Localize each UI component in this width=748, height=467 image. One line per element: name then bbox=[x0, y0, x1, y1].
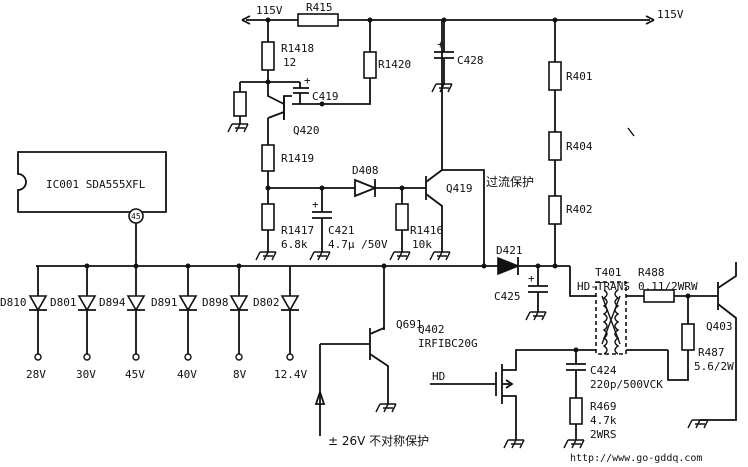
r1418-resistor bbox=[261, 41, 275, 71]
sensing-diodes: D810 28V D801 30V D894 45V D891 40V bbox=[0, 266, 307, 381]
c424-label: C424 bbox=[590, 364, 617, 377]
diode-d894: D894 45V bbox=[99, 266, 146, 381]
c425-capacitor: + C425 bbox=[494, 266, 548, 321]
r488-value: 0.11/2WRW bbox=[638, 280, 698, 293]
r1420-resistor bbox=[363, 51, 377, 79]
c421-polarity: + bbox=[312, 198, 319, 211]
q419-label: Q419 bbox=[446, 182, 473, 195]
c428-label: C428 bbox=[457, 54, 484, 67]
diode-voltage: 12.4V bbox=[274, 368, 307, 381]
r1417-resistor bbox=[261, 203, 275, 231]
d408-label: D408 bbox=[352, 164, 379, 177]
scan-artifact bbox=[627, 127, 635, 137]
ic001-chip: IC001 SDA555XFL 45 bbox=[17, 151, 167, 266]
r1416-resistor bbox=[395, 203, 409, 231]
diode-ref: D891 bbox=[151, 296, 178, 309]
r469-power: 2WRS bbox=[590, 428, 617, 441]
r487-resistor bbox=[681, 323, 695, 351]
diode-d810: D810 28V bbox=[0, 266, 48, 381]
c428-polarity: + bbox=[437, 38, 444, 51]
asym-protection-note: ± 26V 不对称保护 bbox=[328, 434, 429, 448]
r404-label: R404 bbox=[566, 140, 593, 153]
q403-label: Q403 bbox=[706, 320, 733, 333]
diode-ref: D894 bbox=[99, 296, 126, 309]
diode-d898: D898 8V bbox=[202, 266, 249, 381]
t401-name: HD-TRANS bbox=[577, 280, 630, 293]
supply-left-label: 115V bbox=[256, 4, 283, 17]
r1416-label: R1416 bbox=[410, 224, 443, 237]
r1417-value: 6.8k bbox=[281, 238, 308, 251]
r402-label: R402 bbox=[566, 203, 593, 216]
c419-polarity: + bbox=[304, 74, 311, 87]
r487-label: R487 bbox=[698, 346, 725, 359]
r1418-value: 12 bbox=[283, 56, 296, 69]
q420-label: Q420 bbox=[293, 124, 320, 137]
r469-resistor bbox=[569, 397, 583, 425]
d421-diode: D421 bbox=[496, 244, 570, 276]
diode-d801: D801 30V bbox=[50, 266, 97, 381]
r1417-label: R1417 bbox=[281, 224, 314, 237]
sensing-bus bbox=[36, 263, 498, 269]
r415-label: R415 bbox=[306, 1, 333, 14]
c428-capacitor: + C428 bbox=[431, 20, 484, 93]
r469-value: 4.7k bbox=[590, 414, 617, 427]
overcurrent-note: 过流保护 bbox=[486, 175, 534, 189]
transformer-core bbox=[595, 281, 627, 355]
diode-ref: D801 bbox=[50, 296, 77, 309]
q402-label: Q402 bbox=[418, 323, 445, 336]
r404-resistor bbox=[548, 131, 562, 161]
r469-label: R469 bbox=[590, 400, 617, 413]
r1420-label: R1420 bbox=[378, 58, 411, 71]
r1418-label: R1418 bbox=[281, 42, 314, 55]
diode-voltage: 30V bbox=[76, 368, 96, 381]
r1416-value: 10k bbox=[412, 238, 432, 251]
c425-label: C425 bbox=[494, 290, 521, 303]
diode-ref: D802 bbox=[253, 296, 280, 309]
watermark: http://www.go-gddq.com bbox=[570, 453, 702, 464]
diode-d802: D802 12.4V bbox=[253, 266, 307, 381]
d421-label: D421 bbox=[496, 244, 523, 257]
t401-transformer: T401 HD-TRANS bbox=[560, 266, 668, 355]
base-bias-resistor bbox=[233, 91, 247, 117]
t401-ref: T401 bbox=[595, 266, 622, 279]
c425-polarity: + bbox=[528, 272, 535, 285]
r401-resistor bbox=[548, 61, 562, 91]
ic001-label: IC001 SDA555XFL bbox=[46, 178, 146, 191]
r487-value: 5.6/2W bbox=[694, 360, 734, 373]
q403-stage: R488 0.11/2WRW R487 5.6/2W Q403 bbox=[638, 262, 737, 421]
q691-stage: Q691 ± 26V 不对称保护 bbox=[314, 266, 429, 448]
divider-chain: R401 R404 R402 bbox=[548, 20, 593, 266]
r415-resistor bbox=[297, 13, 339, 27]
diode-voltage: 40V bbox=[177, 368, 197, 381]
diode-voltage: 28V bbox=[26, 368, 46, 381]
r402-resistor bbox=[548, 195, 562, 225]
c421-label: C421 bbox=[328, 224, 355, 237]
r401-label: R401 bbox=[566, 70, 593, 83]
diode-d891: D891 40V bbox=[151, 266, 198, 381]
diode-voltage: 8V bbox=[233, 368, 247, 381]
supply-right-label: 115V bbox=[657, 8, 684, 21]
diode-voltage: 45V bbox=[125, 368, 145, 381]
c424-value: 220p/500VCK bbox=[590, 378, 663, 391]
hd-signal-label: HD bbox=[432, 370, 445, 383]
q402-stage: Q402 IRFIBC20G HD C424 220p/500VCK R469 … bbox=[418, 323, 709, 449]
diode-ref: D898 bbox=[202, 296, 229, 309]
c421-value: 4.7μ /50V bbox=[328, 238, 388, 251]
overcurrent-network: D408 R1417 6.8k + C421 4.7μ /50V R1416 1… bbox=[255, 20, 534, 266]
q691-label: Q691 bbox=[396, 318, 423, 331]
q420-stage: R1418 12 Q420 + C419 R1420 R1419 bbox=[227, 20, 411, 188]
r1419-label: R1419 bbox=[281, 152, 314, 165]
c419-label: C419 bbox=[312, 90, 339, 103]
diode-ref: D810 bbox=[0, 296, 27, 309]
ic001-pin: 45 bbox=[131, 212, 141, 221]
r1419-resistor bbox=[261, 144, 275, 172]
r488-label: R488 bbox=[638, 266, 665, 279]
q402-part: IRFIBC20G bbox=[418, 337, 478, 350]
supply-rail: 115V R415 115V bbox=[241, 1, 684, 27]
